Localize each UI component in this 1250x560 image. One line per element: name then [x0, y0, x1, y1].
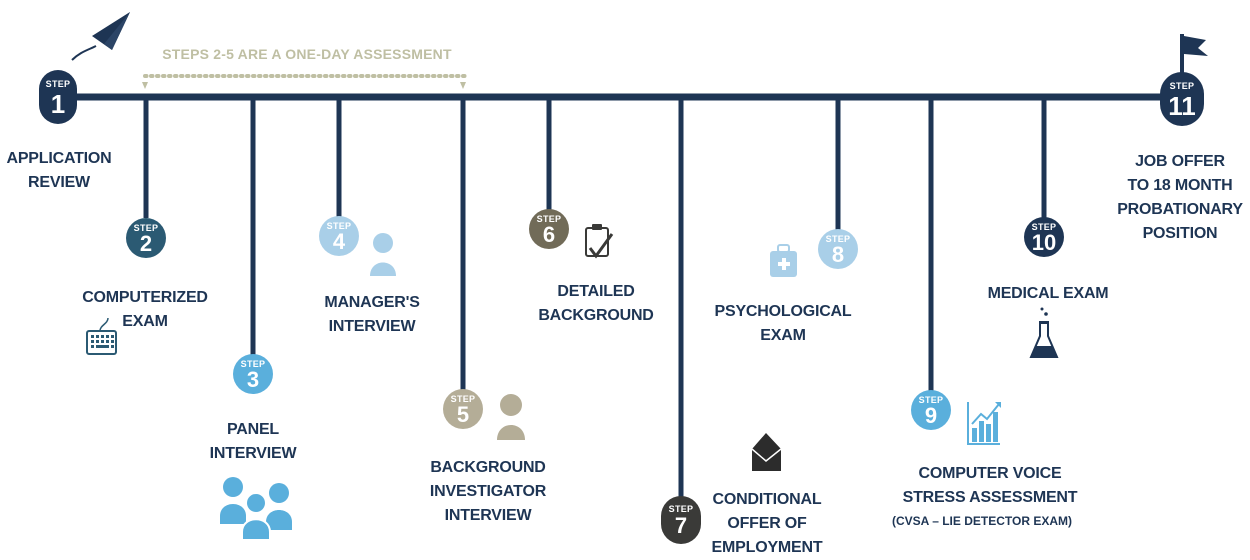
step-number: 8 [831, 242, 845, 267]
step-label-1: APPLICATION REVIEW [6, 150, 112, 191]
step-label-9: COMPUTER VOICE STRESS ASSESSMENT [902, 465, 1078, 506]
step-word: STEP [326, 221, 352, 231]
step-label-10: MEDICAL EXAM [987, 285, 1109, 302]
paper-plane-icon [71, 12, 130, 61]
step-label-6: DETAILED BACKGROUND [538, 283, 654, 324]
step-number: 7 [674, 513, 688, 538]
step-number: 10 [1031, 230, 1057, 255]
step-label-11: JOB OFFER TO 18 MONTH PROBATIONARY POSIT… [1117, 153, 1243, 242]
step-number: 11 [1168, 91, 1196, 121]
step-label-3: PANEL INTERVIEW [209, 421, 297, 462]
step-word: STEP [45, 79, 71, 89]
step-number: 4 [332, 229, 346, 254]
medical-bag-icon [770, 244, 797, 277]
step-label-8: PSYCHOLOGICAL EXAM [714, 303, 852, 344]
bar-chart-icon [967, 402, 1001, 445]
step-number: 3 [246, 367, 260, 392]
step-word: STEP [825, 234, 851, 244]
clipboard-check-icon [585, 224, 614, 259]
step-label-2: COMPUTERIZED EXAM [82, 289, 208, 330]
people-group-icon [220, 477, 292, 541]
step-word: STEP [536, 214, 562, 224]
step-label-5: BACKGROUND INVESTIGATOR INTERVIEW [429, 459, 547, 524]
step-number: 2 [139, 231, 153, 256]
step-number: 1 [50, 89, 66, 119]
step-word: STEP [1169, 81, 1195, 91]
flag-icon [1180, 34, 1208, 76]
step-word: STEP [668, 504, 694, 514]
step-number: 5 [456, 402, 470, 427]
step-label-4: MANAGER'S INTERVIEW [324, 294, 420, 335]
step-sublabel-9: (CVSA – LIE DETECTOR EXAM) [891, 514, 1073, 528]
step-number: 6 [542, 222, 556, 247]
step-word: STEP [133, 223, 159, 233]
step-word: STEP [240, 359, 266, 369]
assessment-note: STEPS 2-5 ARE A ONE-DAY ASSESSMENT [162, 46, 452, 62]
step-word: STEP [450, 394, 476, 404]
step-word: STEP [1031, 222, 1057, 232]
person-icon [497, 394, 525, 440]
step-label-7: CONDITIONAL OFFER OF EMPLOYMENT [711, 491, 823, 556]
envelope-icon [751, 433, 782, 471]
step-word: STEP [918, 395, 944, 405]
assessment-bracket [142, 74, 467, 89]
flask-icon [1029, 307, 1059, 358]
timeline-stems [143, 97, 1047, 497]
keyboard-icon [86, 317, 117, 355]
person-icon [370, 233, 396, 276]
step-number: 9 [924, 403, 938, 428]
